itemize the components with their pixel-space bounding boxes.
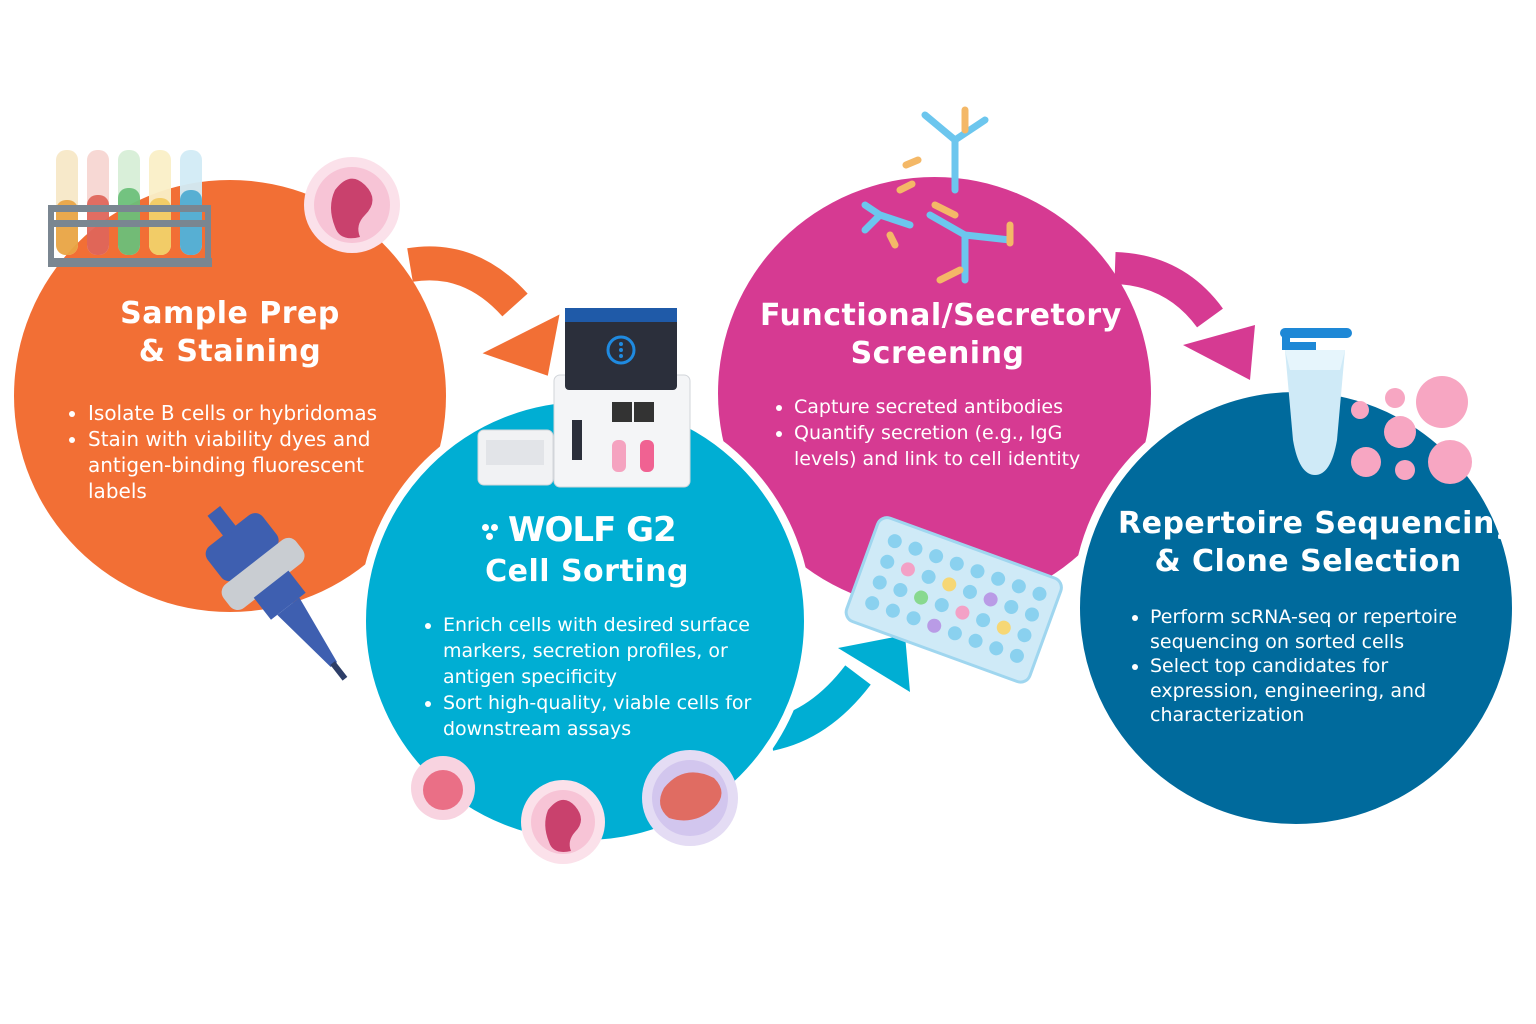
- sample-prep-bullet-1: Isolate B cells or hybridomas: [88, 400, 408, 426]
- screening-bullets: Capture secreted antibodies Quantify sec…: [776, 394, 1129, 472]
- arrow-screening-to-sequencing: [1114, 252, 1255, 380]
- wolf-g2-logo: WOLF G2: [482, 510, 677, 550]
- sequencing-bullets: Perform scRNA-seq or repertoire sequenci…: [1132, 605, 1495, 728]
- test-tube-rack-icon: [48, 150, 212, 267]
- logo-dots-icon: [482, 522, 504, 542]
- sample-prep-title: Sample Prep & Staining: [90, 295, 370, 371]
- sample-prep-title-line1: Sample Prep: [120, 296, 340, 331]
- wolf-g2-logo-text: WOLF G2: [508, 510, 677, 550]
- cell-sorting-bullet-2: Sort high-quality, viable cells for down…: [443, 690, 783, 742]
- screening-title-line2: Screening: [850, 336, 1025, 371]
- sequencing-title-line1: Repertoire Sequencing: [1118, 506, 1517, 541]
- arrow-prep-to-sorting: [407, 246, 560, 376]
- lymphocyte-cell-icon: [411, 756, 475, 820]
- antibody-icons: [861, 106, 1014, 284]
- cell-sorting-bullet-1: Enrich cells with desired surface marker…: [443, 612, 783, 690]
- pipette-icon: [205, 505, 348, 681]
- sequencing-title: Repertoire Sequencing & Clone Selection: [1118, 505, 1517, 581]
- cell-sorting-bullets: Enrich cells with desired surface marker…: [425, 612, 783, 742]
- monocyte-cell-icon: [642, 750, 738, 846]
- neutrophil-cell-icon: [304, 157, 400, 253]
- well-plate-icon: [844, 516, 1063, 684]
- cell-cluster-icon: [1351, 376, 1472, 484]
- microtube-icon: [1280, 328, 1352, 475]
- sequencing-title-line2: & Clone Selection: [1154, 544, 1462, 579]
- screening-title-line1: Functional/Secretory: [760, 298, 1122, 333]
- sample-prep-bullet-2: Stain with viability dyes and antigen-bi…: [88, 426, 408, 504]
- screening-bullet-1: Capture secreted antibodies: [794, 394, 1129, 420]
- screening-bullet-2: Quantify secretion (e.g., IgG levels) an…: [794, 420, 1129, 472]
- sequencing-bullet-2: Select top candidates for expression, en…: [1150, 654, 1495, 728]
- sample-prep-title-line2: & Staining: [138, 334, 322, 369]
- wolf-g2-instrument-icon: [477, 308, 691, 488]
- screening-title: Functional/Secretory Screening: [760, 297, 1122, 373]
- cell-sorting-title: Cell Sorting: [485, 554, 689, 589]
- neutrophil-cell-icon-2: [521, 780, 605, 864]
- sequencing-bullet-1: Perform scRNA-seq or repertoire sequenci…: [1150, 605, 1495, 654]
- sample-prep-bullets: Isolate B cells or hybridomas Stain with…: [70, 400, 408, 504]
